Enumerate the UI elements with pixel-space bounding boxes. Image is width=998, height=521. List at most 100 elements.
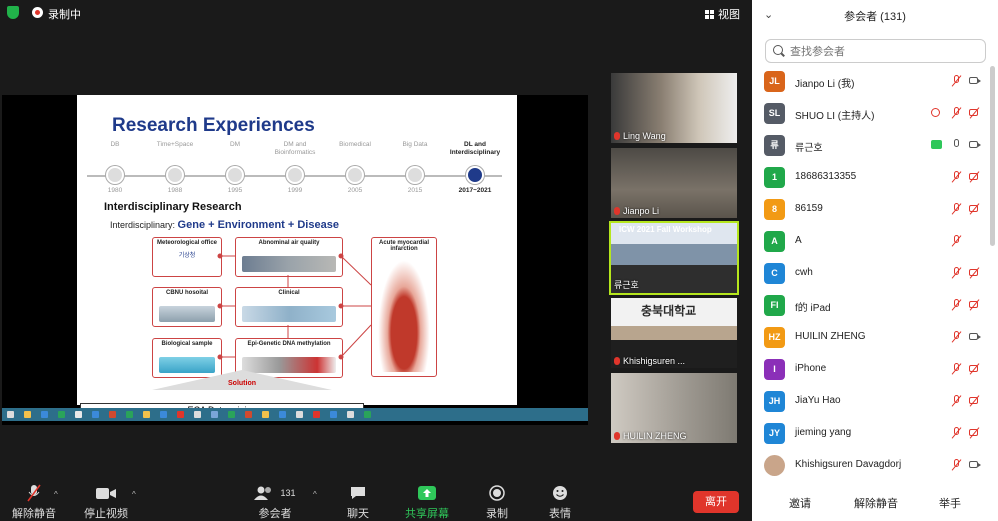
video-thumbnail[interactable]: Ling Wang (611, 73, 737, 143)
share-screen-button[interactable]: 共享屏幕 (397, 484, 457, 521)
mic-off-icon[interactable] (950, 107, 963, 119)
list-scrollbar[interactable] (990, 66, 995, 246)
participant-name: jieming yang (795, 427, 852, 438)
timeline-dot (166, 166, 184, 184)
participants-options-caret[interactable]: ^ (313, 490, 317, 499)
mic-off-icon[interactable] (950, 75, 963, 87)
camera-off-icon[interactable] (969, 107, 982, 119)
screen-sharing-icon (931, 140, 942, 149)
timeline-label: DL and Interdisciplinary (449, 141, 501, 156)
record-button[interactable]: 录制 (467, 484, 527, 521)
video-thumbnail[interactable]: Jianpo Li (611, 148, 737, 218)
camera-off-icon[interactable] (969, 267, 982, 279)
unmute-all-button[interactable]: 解除静音 (854, 498, 898, 510)
clinical-box: Clinical (235, 287, 343, 327)
participant-search[interactable] (765, 39, 986, 63)
reactions-button[interactable]: 表情 (530, 484, 590, 521)
camera-on-icon[interactable] (969, 139, 982, 151)
taskbar-app-icon (279, 411, 286, 418)
raise-hand-button[interactable]: 举手 (939, 498, 961, 510)
timeline-dot (466, 166, 484, 184)
avatar: 류 (764, 135, 785, 156)
chat-icon (351, 487, 365, 499)
chat-label: 聊天 (347, 508, 369, 520)
camera-off-icon[interactable] (969, 395, 982, 407)
mic-off-icon[interactable] (950, 395, 963, 407)
timeline-label: Time+Space (156, 141, 194, 148)
avatar: I (764, 359, 785, 380)
camera-off-icon[interactable] (969, 299, 982, 311)
thumbnail-name: HUILIN ZHENG (614, 431, 687, 441)
mic-off-icon[interactable] (950, 171, 963, 183)
camera-on-icon[interactable] (969, 331, 982, 343)
taskbar-app-icon (296, 411, 303, 418)
participant-row[interactable]: Khishigsuren Davagdorj (752, 450, 998, 482)
clinical-label: Clinical (278, 290, 300, 296)
invite-button[interactable]: 邀请 (789, 498, 811, 510)
interdisciplinary-subtitle: Interdisciplinary: Gene + Environment + … (110, 219, 339, 231)
chat-button[interactable]: 聊天 (328, 484, 388, 521)
security-shield-icon[interactable] (7, 6, 19, 19)
camera-off-icon[interactable] (969, 171, 982, 183)
search-input[interactable] (788, 43, 982, 61)
view-button[interactable]: 视图 (705, 6, 740, 22)
video-options-caret[interactable]: ^ (132, 490, 136, 499)
collapse-chevron-icon[interactable]: ⌄ (764, 9, 774, 21)
mic-off-icon[interactable] (950, 299, 963, 311)
avatar: HZ (764, 327, 785, 348)
share-screen-label: 共享屏幕 (405, 508, 449, 520)
camera-on-icon[interactable] (969, 75, 982, 87)
mic-off-icon[interactable] (950, 267, 963, 279)
camera-off-icon[interactable] (969, 363, 982, 375)
camera-off-icon[interactable] (969, 203, 982, 215)
mic-on-icon[interactable] (950, 139, 963, 151)
university-sign-text: 충북대학교 (641, 304, 697, 318)
air-quality-box: Abnominal air quality (235, 237, 343, 277)
participants-button[interactable]: 131 参会者 (245, 484, 305, 521)
avatar: C (764, 263, 785, 284)
taskbar-app-icon (262, 411, 269, 418)
sample-image (159, 357, 215, 373)
camera-off-icon[interactable] (969, 427, 982, 439)
hospital-image (159, 306, 215, 322)
interdisciplinary-title: Interdisciplinary Research (104, 201, 242, 213)
top-bar: 录制中 视图 (0, 0, 752, 26)
stop-video-button[interactable]: 停止视频 (76, 484, 136, 521)
mic-off-icon[interactable] (950, 459, 963, 471)
mic-off-icon[interactable] (950, 235, 963, 247)
unmute-button[interactable]: 解除静音 (4, 484, 64, 521)
thumbnail-name: Ling Wang (614, 131, 666, 141)
camera-on-icon[interactable] (969, 459, 982, 471)
ami-box: Acute myocardial infarction (371, 237, 437, 377)
audio-options-caret[interactable]: ^ (54, 490, 58, 499)
taskbar-app-icon (126, 411, 133, 418)
participant-name: 류근호 (614, 280, 639, 290)
mic-off-icon[interactable] (950, 203, 963, 215)
video-thumbnail[interactable]: HUILIN ZHENG (611, 373, 737, 443)
leave-button[interactable]: 离开 (693, 491, 739, 513)
mic-off-icon[interactable] (950, 331, 963, 343)
mic-off-icon[interactable] (950, 427, 963, 439)
avatar: FI (764, 295, 785, 316)
air-quality-label: Abnominal air quality (258, 240, 320, 246)
mic-off-icon (614, 432, 620, 440)
taskbar-app-icon (177, 411, 184, 418)
mic-off-icon[interactable] (950, 363, 963, 375)
